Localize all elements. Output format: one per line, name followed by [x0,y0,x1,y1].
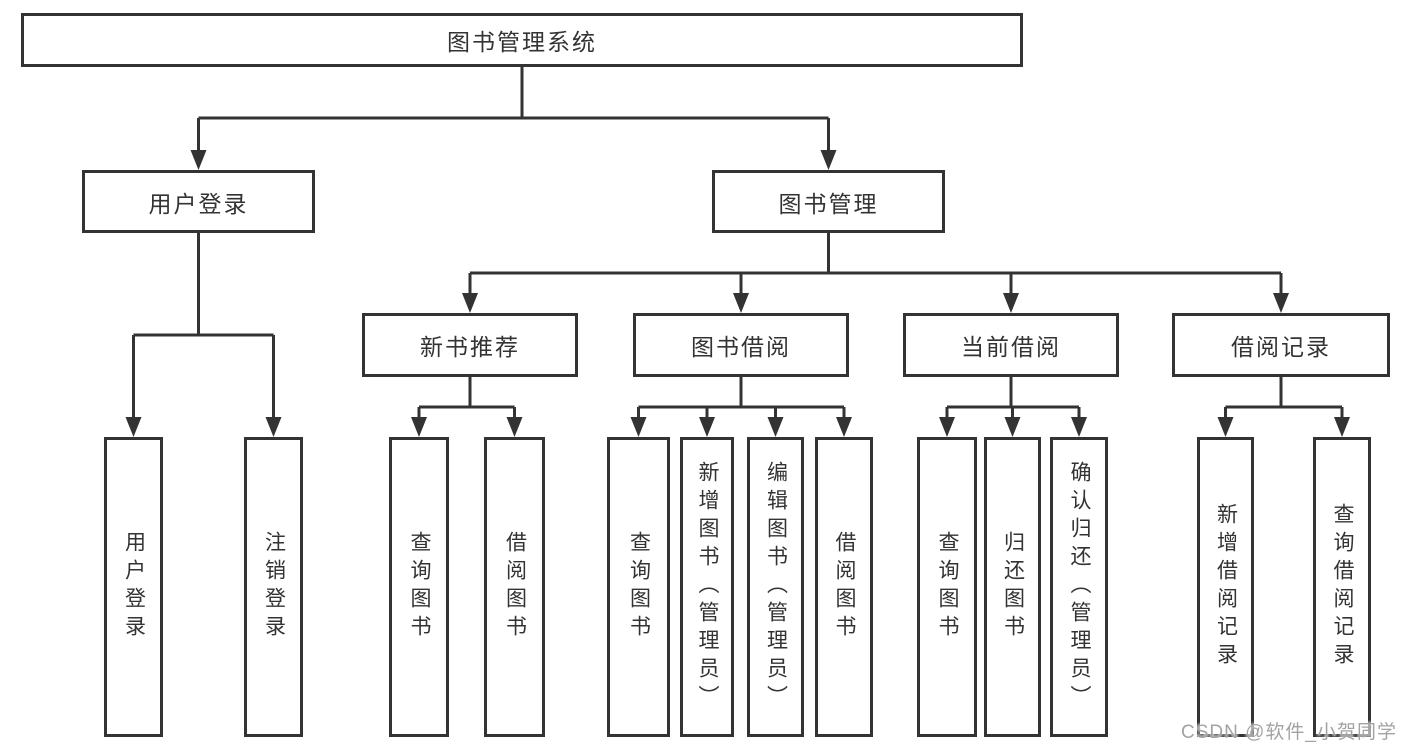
arrowhead [411,417,427,437]
arrowhead [1004,417,1021,437]
leaf-query-books-recommend: 查询图书 [389,437,449,737]
leaf-query-books-current: 查询图书 [917,437,977,737]
node-borrowing-records: 借阅记录 [1172,313,1390,377]
current-borrowing-connector [945,377,1081,419]
csdn-watermark: CSDN @软件_小贺同学 [1181,722,1397,743]
leaf-add-borrow-record: 新增借阅记录 [1197,437,1254,737]
user-login-connector [132,233,275,419]
arrowhead [506,417,523,437]
book-borrowing-connector [637,377,846,419]
borrowing-records-connector [1224,377,1344,419]
leaf-borrow-books-recommend: 借阅图书 [484,437,545,737]
root-connector [197,67,830,152]
leaf-logout: 注销登录 [244,437,303,737]
arrowhead [767,417,784,437]
node-library-system: 图书管理系统 [21,13,1023,67]
node-book-management: 图书管理 [712,170,945,233]
arrowhead [190,150,207,170]
leaf-query-books-borrow: 查询图书 [607,437,670,737]
node-current-borrowing: 当前借阅 [903,313,1119,377]
arrowhead [1217,417,1234,437]
leaf-confirm-return-admin: 确认归还（管理员） [1050,437,1108,737]
arrowhead [820,150,837,170]
node-new-book-recommendation: 新书推荐 [362,313,578,377]
leaf-add-books-admin: 新增图书（管理员） [680,437,734,737]
leaf-return-books: 归还图书 [984,437,1041,737]
arrowhead [939,417,955,437]
arrowhead [1003,293,1019,313]
arrowhead [1071,417,1087,437]
arrowheads [125,150,1350,437]
node-book-borrowing: 图书借阅 [633,313,849,377]
leaf-query-borrow-record: 查询借阅记录 [1313,437,1371,737]
leaf-user-login: 用户登录 [104,437,163,737]
arrowhead [699,417,715,437]
node-user-login: 用户登录 [82,170,315,233]
book-management-connector [468,233,1283,295]
leaf-edit-books-admin: 编辑图书（管理员） [747,437,804,737]
leaf-borrow-books: 借阅图书 [815,437,873,737]
new-book-connector [417,377,516,419]
arrowhead [1334,417,1350,437]
arrowhead [125,417,142,437]
arrowhead [836,417,852,437]
arrowhead [630,417,647,437]
arrowhead [462,293,478,313]
arrowhead [1273,293,1289,313]
arrowhead [265,417,282,437]
arrowhead [733,293,749,313]
